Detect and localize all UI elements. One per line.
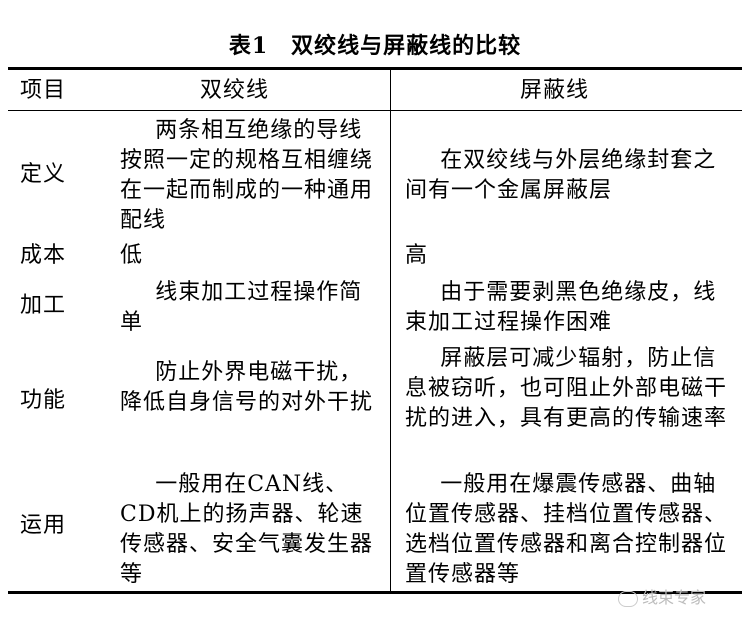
row-twisted: 低 — [120, 243, 144, 268]
row-item: 加工 — [20, 293, 67, 318]
top-rule — [8, 67, 742, 70]
row-shielded: 高 — [405, 243, 429, 268]
row-shielded: 在双绞线与外层绝缘封套之间有一个金属屏蔽层 — [405, 148, 717, 203]
header-item: 项目 — [20, 78, 67, 103]
row-shielded: 屏蔽层可减少辐射，防止信息被窃听，也可阻止外部电磁干扰的进入，具有更高的传输速率 — [405, 346, 728, 431]
row-twisted: 线束加工过程操作简单 — [120, 280, 363, 335]
row-item: 功能 — [20, 388, 67, 413]
watermark: 线束专家 — [618, 584, 706, 608]
header-twisted: 双绞线 — [200, 78, 270, 103]
row-item: 成本 — [20, 243, 67, 268]
wechat-icon — [618, 590, 638, 607]
row-twisted: 一般用在CAN线、CD机上的扬声器、轮速传感器、安全气囊发生器等 — [120, 472, 374, 587]
bottom-rule — [8, 591, 742, 594]
header-shielded: 屏蔽线 — [520, 78, 590, 103]
row-twisted: 防止外界电磁干扰，降低自身信号的对外干扰 — [120, 360, 374, 415]
row-item: 运用 — [20, 513, 67, 538]
row-item: 定义 — [20, 162, 67, 187]
header-rule — [8, 110, 742, 111]
row-shielded: 一般用在爆震传感器、曲轴位置传感器、挂档位置传感器、选档位置传感器和离合控制器位… — [405, 472, 728, 587]
column-divider — [390, 70, 391, 593]
watermark-text: 线束专家 — [642, 588, 707, 607]
table-title: 表1 双绞线与屏蔽线的比较 — [228, 33, 522, 59]
row-shielded: 由于需要剥黑色绝缘皮，线束加工过程操作困难 — [405, 280, 717, 335]
row-twisted: 两条相互绝缘的导线按照一定的规格互相缠绕在一起而制成的一种通用配线 — [120, 118, 374, 233]
